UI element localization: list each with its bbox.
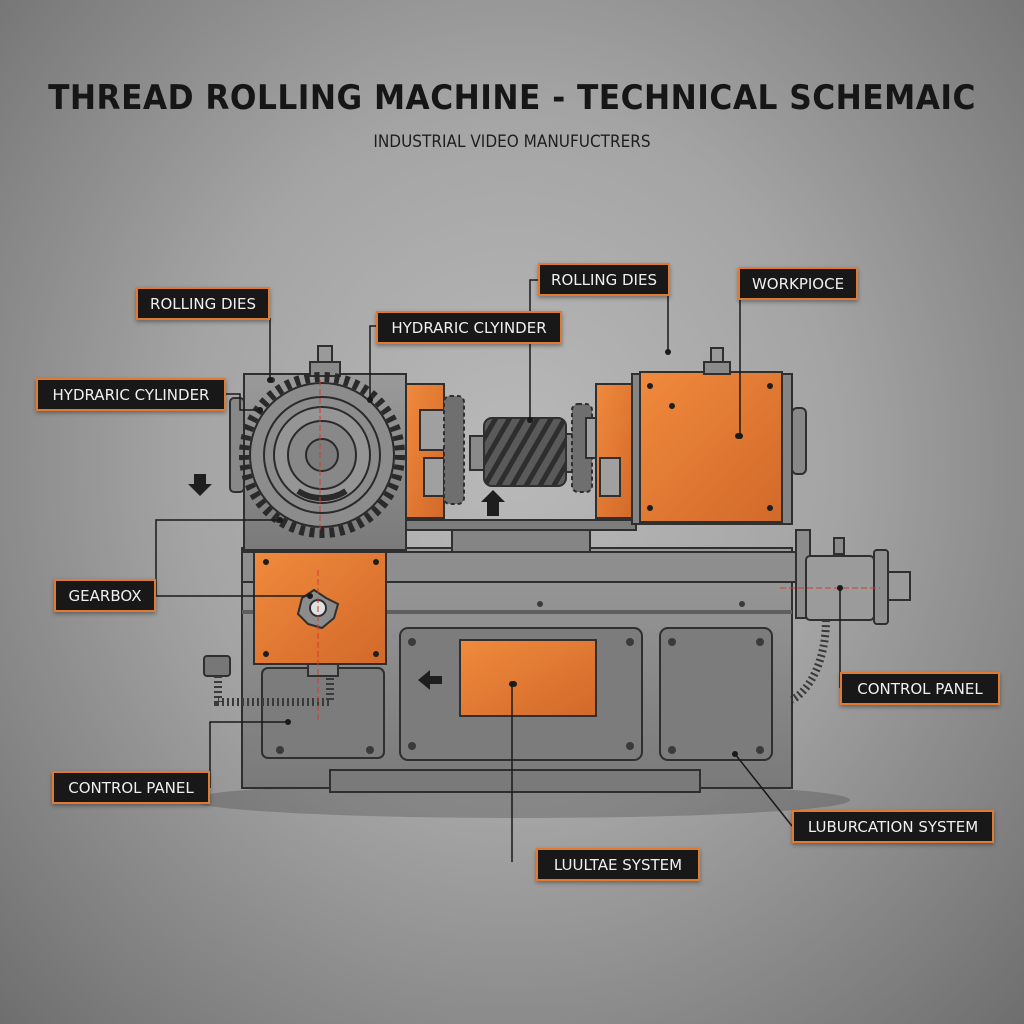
label-gearbox: GEARBOX [54, 579, 156, 612]
arrow-up-icon [481, 490, 505, 516]
label-workpiece: WORKPIOCE [738, 267, 858, 300]
page-title: THREAD ROLLING MACHINE - TECHNICAL SCHEM… [48, 78, 976, 118]
lubrication-panel [459, 639, 597, 717]
page-subtitle: INDUSTRIAL VIDEO MANUFUCTRERS [373, 132, 651, 152]
arrow-down-icon [188, 474, 212, 496]
centerlines [317, 380, 880, 720]
leader-dots [257, 349, 843, 757]
threaded-workpiece [469, 417, 581, 487]
label-control-panel-right: CONTROL PANEL [840, 672, 1000, 705]
label-rolling-dies-left: ROLLING DIES [136, 287, 270, 320]
right-housing [631, 347, 807, 525]
left-die-assembly [405, 383, 465, 519]
label-rolling-dies-top: ROLLING DIES [538, 263, 670, 296]
gearbox-panel [253, 551, 387, 665]
label-hydraulic-cylinder-top: HYDRARIC CLYINDER [376, 311, 562, 344]
leader-lines [155, 279, 841, 862]
arrow-left-icon [418, 670, 442, 690]
label-lubrication-system-bottom: LUULTAE SYSTEM [536, 848, 700, 881]
label-hydraulic-cylinder-left: HYDRARIC CYLINDER [36, 378, 226, 411]
main-gear [239, 372, 405, 538]
base-bolts [276, 563, 764, 754]
label-control-panel-left: CONTROL PANEL [52, 771, 210, 804]
right-die-assembly [571, 383, 635, 519]
left-handle [203, 655, 339, 706]
label-lubrication-system-right: LUBURCATION SYSTEM [792, 810, 994, 843]
